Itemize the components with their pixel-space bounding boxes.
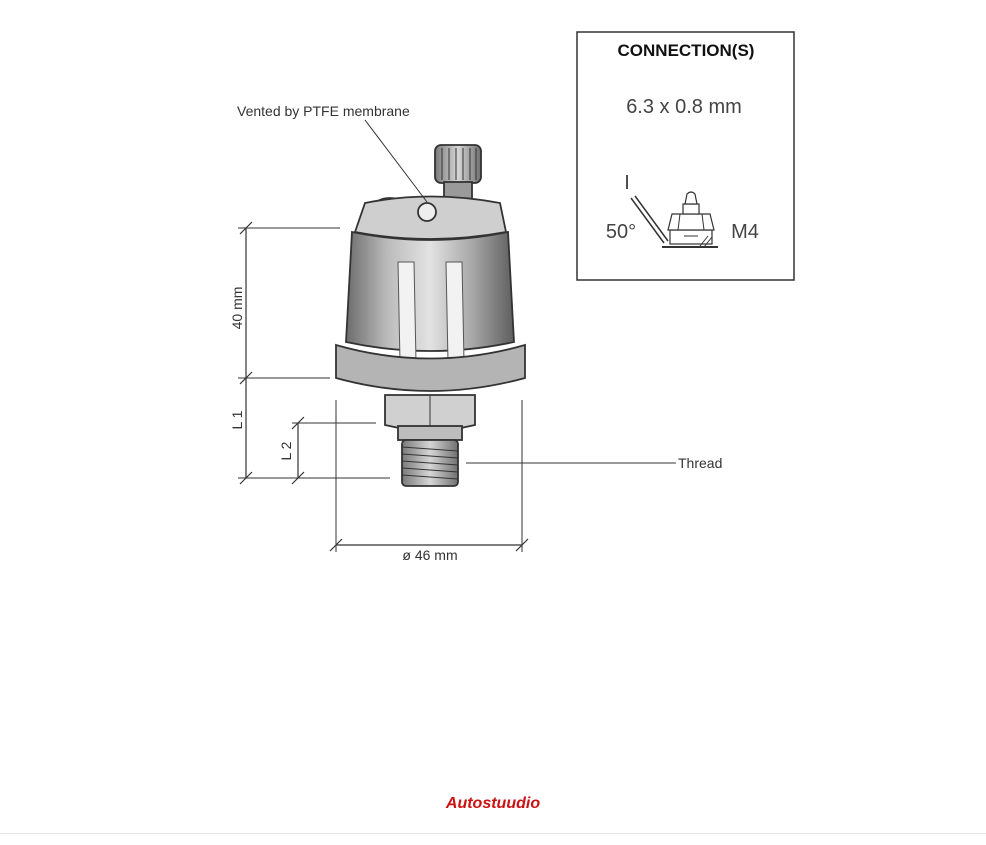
dimension-diameter	[329, 400, 529, 552]
thread-label: Thread	[678, 455, 722, 471]
membrane-leader	[364, 119, 428, 203]
connection-title: CONNECTION(S)	[618, 41, 755, 60]
dim-l1-label: L 1	[229, 410, 245, 429]
dim-height-label: 40 mm	[229, 287, 245, 330]
dim-diameter-label: ø 46 mm	[402, 547, 457, 563]
terminal-icon	[630, 191, 718, 248]
dimension-l1	[238, 378, 390, 485]
connection-box: CONNECTION(S) 6.3 x 0.8 mm I 50° M4	[576, 31, 795, 281]
connection-size: 6.3 x 0.8 mm	[626, 96, 742, 118]
sensor-body	[335, 144, 526, 487]
connection-terminal: M4	[731, 221, 759, 243]
dim-l2-label: L 2	[278, 441, 294, 460]
connection-marker: I	[624, 172, 630, 194]
bottom-divider	[0, 833, 986, 834]
dimension-l2	[291, 416, 376, 485]
membrane-label: Vented by PTFE membrane	[237, 103, 410, 119]
dimension-height	[238, 221, 340, 385]
brand-logo-text: Autostuudio	[445, 795, 541, 812]
connection-angle: 50°	[606, 221, 636, 243]
